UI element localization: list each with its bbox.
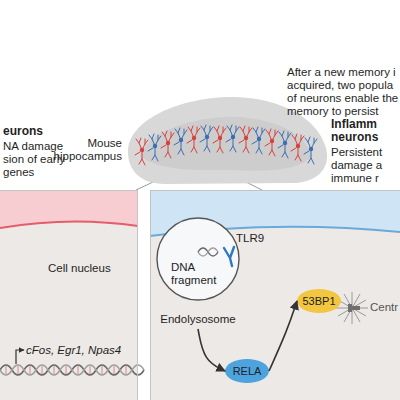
tlr9-receptor bbox=[224, 247, 234, 266]
organelle-label: Centr bbox=[370, 301, 398, 314]
protein-ellipse: RELA bbox=[225, 359, 269, 383]
gene-label: cFos, Egr1, Npas4 bbox=[26, 344, 121, 357]
dna-fragment-symbol bbox=[198, 248, 218, 256]
panel-heading: eurons bbox=[3, 125, 133, 138]
receptor-label: TLR9 bbox=[236, 232, 264, 245]
cytoplasm-band bbox=[0, 190, 138, 228]
shape-label: DNA fragment bbox=[171, 261, 221, 287]
dna-helix bbox=[0, 365, 144, 375]
protein-label: 53BP1 bbox=[297, 289, 341, 313]
region-label: Mouse hippocampus bbox=[50, 137, 122, 163]
intro-note: After a new memory i acquired, two popul… bbox=[287, 66, 400, 118]
outline-shape bbox=[297, 289, 341, 313]
endolysosome-circle-outline bbox=[155, 217, 241, 329]
flow-arrow bbox=[269, 301, 297, 371]
flow-arrow bbox=[198, 329, 225, 371]
protein-label: RELA bbox=[225, 359, 269, 383]
cell-panel: euronsNA damage sion of early genes bbox=[0, 190, 138, 400]
nucleus-fill bbox=[150, 190, 400, 400]
panel-heading: Inflamm neurons bbox=[331, 118, 393, 144]
nuclear-envelope bbox=[0, 221, 138, 228]
protein-ellipse: 53BP1 bbox=[297, 289, 341, 313]
nucleus-fill bbox=[0, 190, 138, 400]
cell-panel: Inflamm neuronsPersistent damage a immun… bbox=[150, 190, 400, 400]
compartment-label: Cell nucleus bbox=[48, 262, 111, 275]
transcription-arrow bbox=[16, 350, 24, 364]
hippocampus-inner bbox=[140, 117, 312, 171]
centrosome-symbol bbox=[336, 292, 368, 324]
outline-shape bbox=[225, 359, 269, 383]
neuron-group bbox=[135, 125, 317, 165]
outline-shape bbox=[157, 218, 239, 300]
endolysosome-circle: DNA fragmentEndolysosome bbox=[155, 217, 241, 329]
panel-description: Persistent damage a immune r bbox=[331, 146, 393, 185]
shape-caption: Endolysosome bbox=[155, 313, 241, 326]
